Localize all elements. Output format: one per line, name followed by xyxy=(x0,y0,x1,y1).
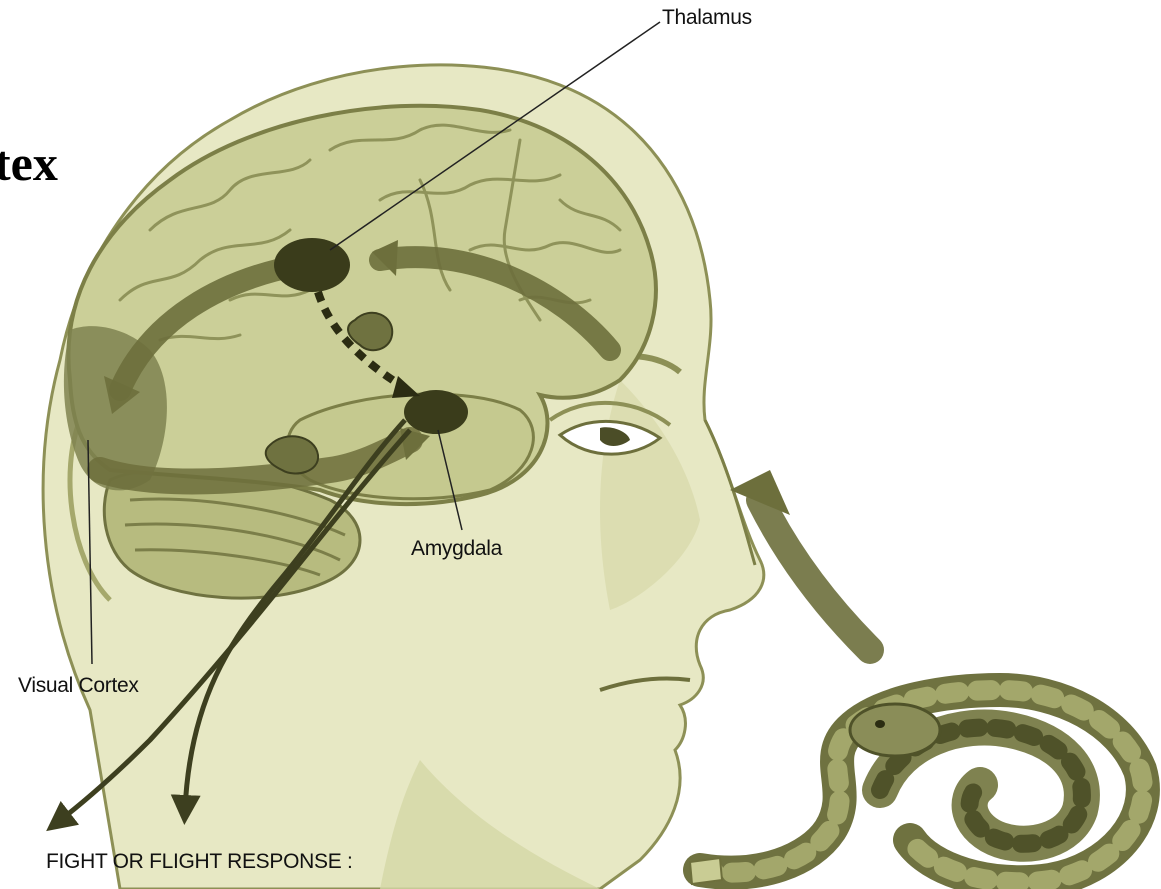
fight-or-flight-label: FIGHT OR FLIGHT RESPONSE : xyxy=(46,850,352,874)
visual-cortex-label: Visual Cortex xyxy=(18,674,139,698)
partial-heading-text: tex xyxy=(0,134,58,192)
amygdala xyxy=(404,390,468,434)
snake xyxy=(690,690,1143,884)
amygdala-label: Amygdala xyxy=(411,537,502,561)
stimulus-arrow xyxy=(760,500,870,650)
thalamus-label: Thalamus xyxy=(662,6,752,30)
thalamus xyxy=(274,238,350,292)
